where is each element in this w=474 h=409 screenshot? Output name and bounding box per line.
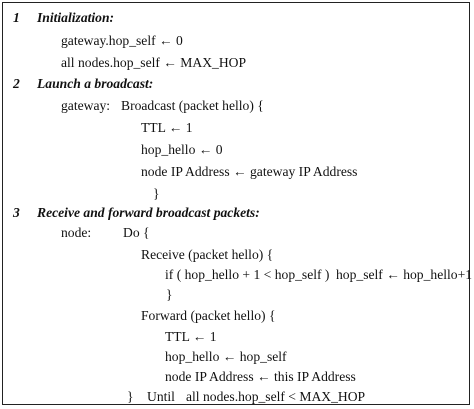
code-line: hop_self ← hop_hello+1: [336, 267, 473, 282]
code-line: Forward (packet hello) {: [141, 308, 276, 323]
do-close-brace: }: [127, 389, 134, 404]
code-line: node IP Address ← gateway IP Address: [141, 164, 358, 179]
code-line: TTL ← 1: [141, 120, 193, 135]
code-line: node IP Address ← this IP Address: [165, 369, 356, 384]
section-heading: Receive and forward broadcast packets:: [37, 205, 260, 220]
code-line: node:: [61, 225, 92, 240]
code-line: Broadcast (packet hello) {: [121, 98, 264, 113]
code-line: }: [153, 186, 160, 201]
until-keyword: Until: [147, 389, 175, 404]
section-number: 2: [13, 76, 20, 91]
until-condition: all nodes.hop_self < MAX_HOP: [186, 389, 366, 404]
code-line: Do {: [123, 225, 150, 240]
algorithm-box: 1 Initialization: gateway.hop_self ← 0 a…: [2, 2, 473, 405]
section-number: 1: [13, 10, 20, 25]
section-heading: Initialization:: [37, 10, 115, 25]
code-line: if ( hop_hello + 1 < hop_self ): [165, 267, 330, 282]
section-number: 3: [13, 205, 20, 220]
section-heading: Launch a broadcast:: [37, 76, 154, 91]
code-line: hop_hello ← 0: [141, 142, 223, 157]
code-line: }: [166, 287, 173, 302]
code-line: all nodes.hop_self ← MAX_HOP: [61, 55, 247, 70]
code-line: gateway.hop_self ← 0: [61, 33, 183, 48]
code-line: TTL ← 1: [165, 329, 217, 344]
code-line: hop_hello ← hop_self: [165, 349, 287, 364]
code-line: gateway:: [61, 98, 111, 113]
code-line: Receive (packet hello) {: [141, 247, 274, 262]
